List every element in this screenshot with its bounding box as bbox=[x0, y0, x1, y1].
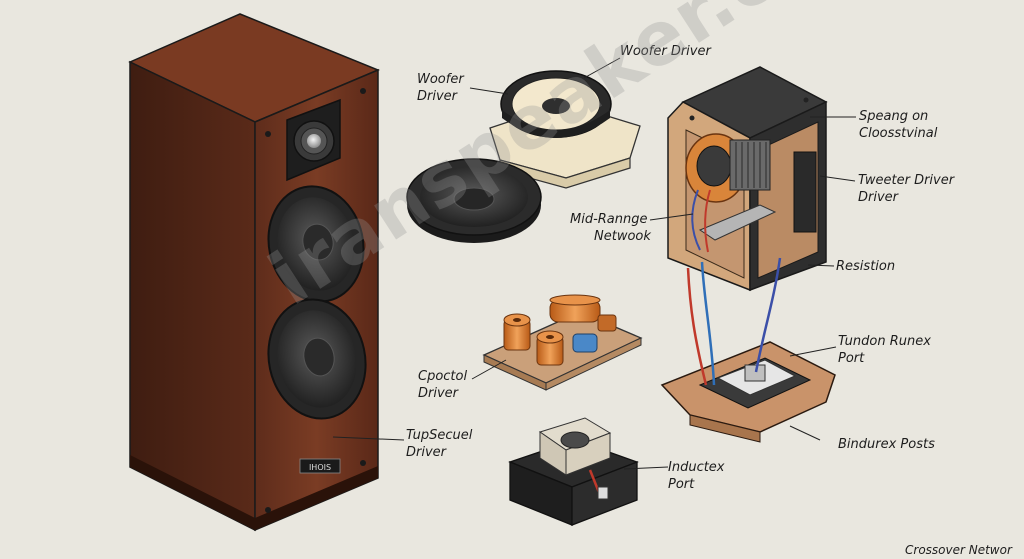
cabinet-badge: IHOIS bbox=[299, 458, 341, 474]
label-resistion: Resistion bbox=[836, 259, 896, 274]
label-woofer-driver-top: Woofer Driver bbox=[620, 44, 711, 59]
midrange-driver-on-cabinet bbox=[267, 185, 365, 303]
label-mid-range-network: Mid-Rannge Netwook bbox=[570, 212, 651, 244]
label-tupsecuel-driver: TupSecuel Driver bbox=[406, 428, 473, 460]
label-crossover-network: Crossover Networ bbox=[905, 543, 1012, 557]
small-driver-assembly bbox=[508, 417, 639, 526]
label-speang-on: Speang on Cloosstvinal bbox=[859, 109, 938, 141]
passive-radiator-exploded bbox=[406, 158, 542, 243]
crossover-coil-small bbox=[536, 330, 564, 366]
label-woofer-driver-left: Woofer Driver bbox=[417, 72, 464, 104]
woofer-driver-exploded bbox=[489, 70, 641, 189]
label-bindurex-posts: Bindurex Posts bbox=[838, 437, 935, 452]
enclosure-driver-magnet bbox=[685, 133, 777, 241]
speaker-cabinet bbox=[128, 13, 380, 532]
internal-cables bbox=[686, 189, 782, 386]
svg-text:IHOIS: IHOIS bbox=[309, 463, 331, 472]
label-cpoctol-driver: Cpoctol Driver bbox=[418, 369, 468, 401]
crossover-capacitor bbox=[549, 294, 617, 353]
crossover-board bbox=[482, 294, 643, 391]
crossover-coil-large bbox=[503, 313, 531, 351]
label-tundon-runex-port: Tundon Runex Port bbox=[838, 334, 931, 366]
label-inductex-port: Inductex Port bbox=[668, 460, 725, 492]
woofer-driver-on-cabinet bbox=[267, 298, 367, 420]
terminal-base bbox=[660, 341, 836, 443]
leader-lines bbox=[332, 57, 856, 470]
tweeter-on-cabinet bbox=[286, 98, 341, 182]
label-tweeter-driver: Tweeter Driver Driver bbox=[858, 173, 955, 205]
